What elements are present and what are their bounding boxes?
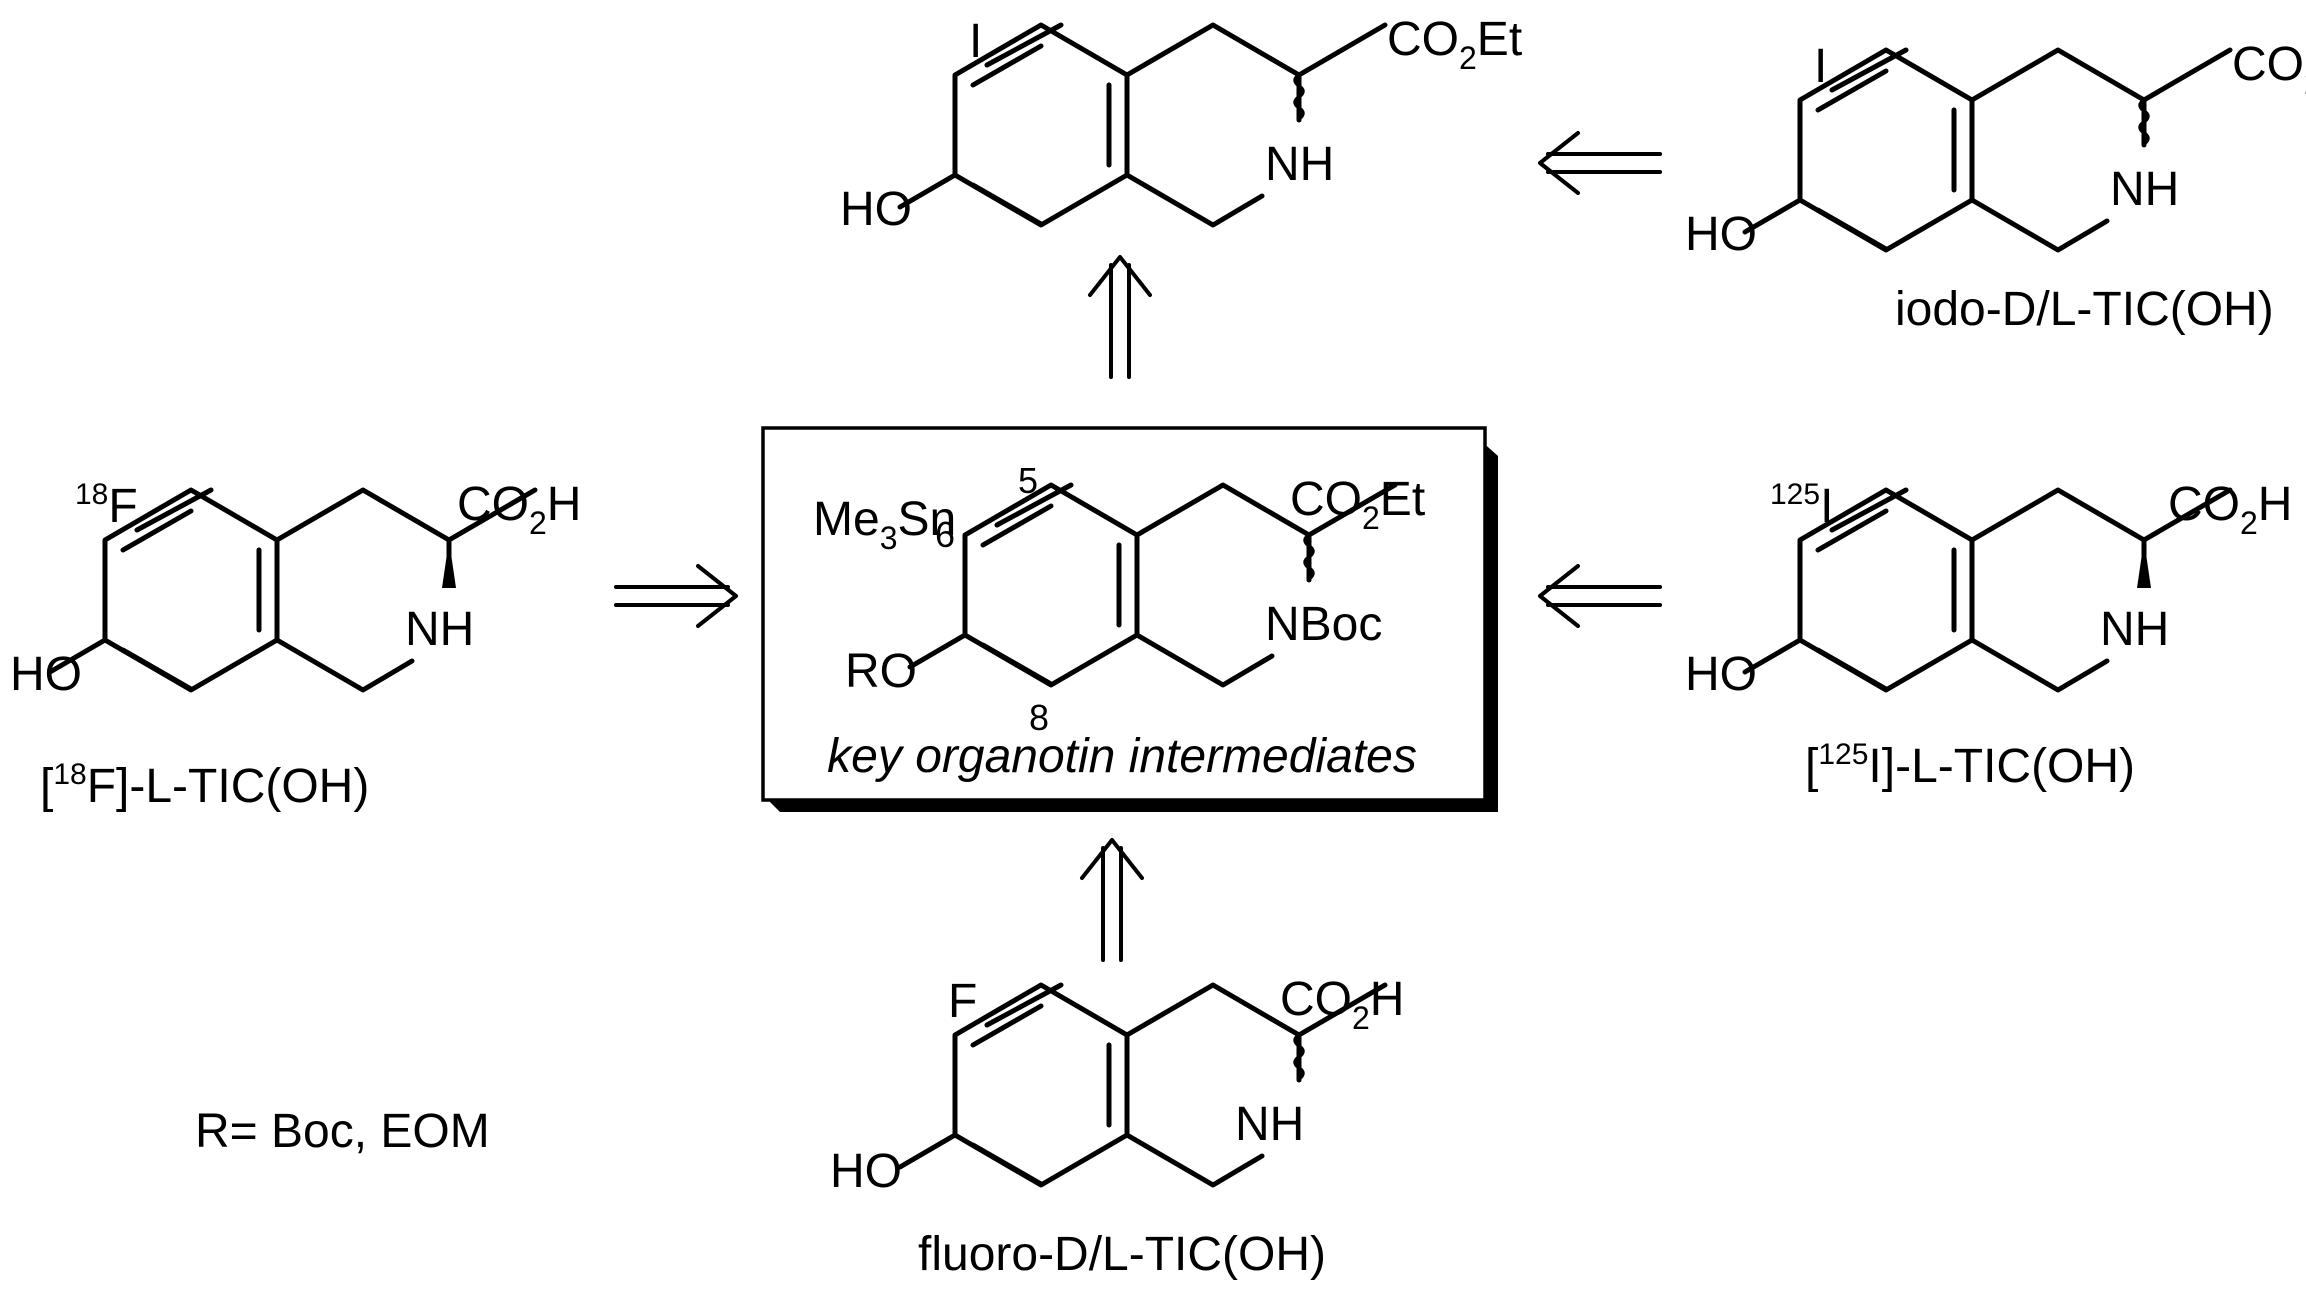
hydroxy-label: HO (1685, 208, 1757, 261)
125i-tic-caption: [125I]-L-TIC(OH) (1805, 738, 2135, 793)
position-8-label: 8 (1029, 697, 1049, 738)
arrow-left-to-center (614, 564, 738, 628)
ester-label: CO2Et (1290, 473, 1425, 536)
structure-top-center: HO I CO2Et NH (840, 13, 1522, 236)
organotin-caption: key organotin intermediates (827, 730, 1417, 783)
iodo-label: I (969, 15, 982, 68)
amine-label: NH (1265, 138, 1334, 191)
structure-organotin: RO Me3Sn 5 6 8 CO2Et NBoc (813, 460, 1425, 738)
hydroxy-label: HO (10, 648, 82, 701)
amine-label: NH (1235, 1098, 1304, 1151)
structure-iodo-tic: HO I CO2H NH (1685, 38, 2306, 261)
arrow-right-to-center (1538, 564, 1662, 628)
arrow-top-right-to-top-center (1538, 131, 1662, 195)
hydroxy-label: HO (840, 183, 912, 236)
iodo-label: I (1814, 40, 1827, 93)
r-definition: R= Boc, EOM (195, 1105, 490, 1158)
amine-label: NH (2110, 163, 2179, 216)
position-6-label: 6 (935, 514, 955, 555)
arrow-center-to-top (1088, 255, 1152, 379)
structure-18f-tic: HO 18F CO2H NH (10, 478, 581, 701)
organotin-box (761, 426, 1498, 812)
acid-label: CO2H (2232, 38, 2306, 101)
acid-label: CO2H (2168, 478, 2292, 541)
nboc-label: NBoc (1265, 598, 1382, 651)
ro-label: RO (845, 645, 917, 698)
structure-125i-tic: HO 125I CO2H NH (1685, 478, 2292, 701)
ester-label: CO2Et (1387, 13, 1522, 76)
hydroxy-label: HO (830, 1145, 902, 1198)
trimethylstannyl-label: Me3Sn (813, 493, 956, 556)
position-5-label: 5 (1018, 460, 1038, 501)
iodo-tic-caption: iodo-D/L-TIC(OH) (1895, 283, 2274, 336)
arrow-bottom-to-center (1080, 838, 1144, 962)
hydroxy-label: HO (1685, 648, 1757, 701)
amine-label: NH (405, 603, 474, 656)
fluorine-label: F (948, 975, 977, 1028)
iodine-125-label: 125I (1770, 478, 1833, 533)
fluorine-18-label: 18F (75, 478, 138, 533)
structure-fluoro-tic: HO F CO2H NH (830, 973, 1404, 1198)
fluoro-tic-caption: fluoro-D/L-TIC(OH) (918, 1228, 1326, 1281)
18f-tic-caption: [18F]-L-TIC(OH) (40, 758, 369, 813)
amine-label: NH (2100, 603, 2169, 656)
acid-label: CO2H (1280, 973, 1404, 1036)
acid-label: CO2H (457, 478, 581, 541)
